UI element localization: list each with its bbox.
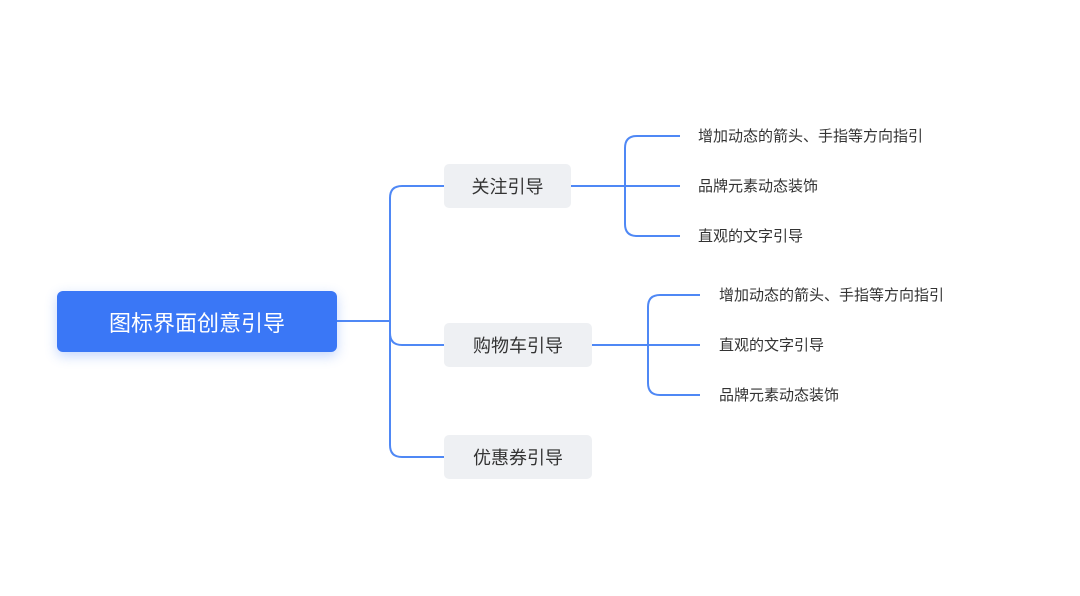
branch-connector-3 xyxy=(389,321,444,458)
leaf-node[interactable]: 直观的文字引导 xyxy=(719,336,825,354)
leaf-node[interactable]: 增加动态的箭头、手指等方向指引 xyxy=(719,286,945,304)
root-node[interactable]: 图标界面创意引导 xyxy=(57,291,337,352)
branch-node-coupon[interactable]: 优惠券引导 xyxy=(444,435,592,479)
branch-connector-1 xyxy=(389,185,444,321)
leaf-node[interactable]: 品牌元素动态装饰 xyxy=(719,386,840,404)
leaf-connector-1-top xyxy=(624,135,680,237)
branch-node-cart[interactable]: 购物车引导 xyxy=(444,323,592,367)
leaf-node[interactable]: 增加动态的箭头、手指等方向指引 xyxy=(698,127,924,145)
branch-connector-2 xyxy=(389,321,444,346)
leaf-node[interactable]: 品牌元素动态装饰 xyxy=(698,177,819,195)
leaf-node[interactable]: 直观的文字引导 xyxy=(698,227,804,245)
branch-node-follow[interactable]: 关注引导 xyxy=(444,164,571,208)
leaf-connector-2-top xyxy=(647,294,700,396)
